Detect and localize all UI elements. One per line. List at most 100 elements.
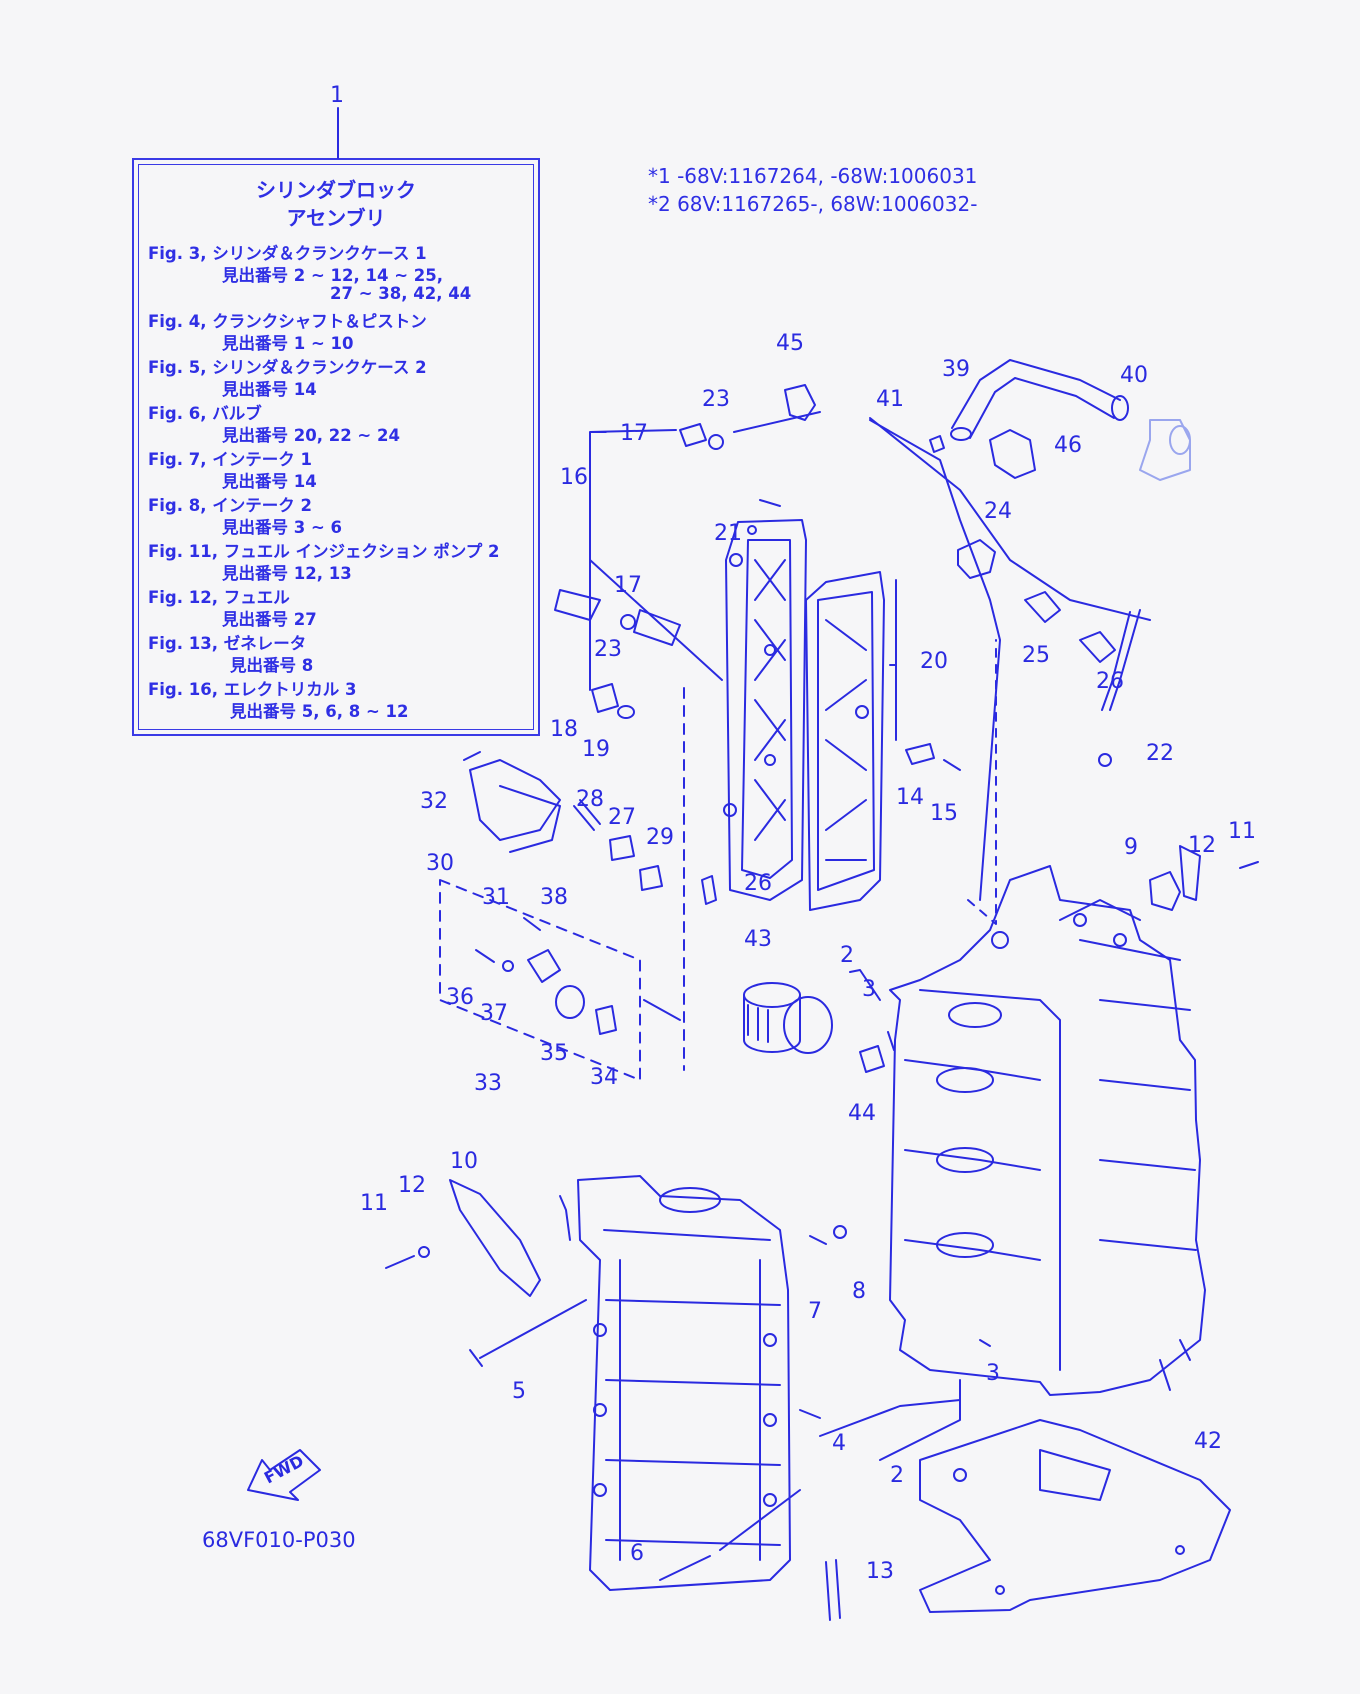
part-number: 11	[360, 1191, 388, 1216]
legend-fig-ref: 見出番号 2 ~ 12, 14 ~ 25,	[222, 266, 444, 285]
serial-note-2: *2 68V:1167265-, 68W:1006032-	[648, 192, 978, 216]
part-number: 21	[714, 521, 742, 546]
gasket	[805, 571, 885, 911]
part-number: 5	[512, 1379, 526, 1404]
part-number: 4	[832, 1431, 846, 1456]
part-number: 14	[896, 785, 924, 810]
crankcase	[577, 1175, 791, 1591]
legend-fig-entry: Fig. 8, インテーク 2	[148, 496, 312, 515]
leader-20	[889, 579, 897, 741]
part-number: 39	[942, 357, 970, 382]
part-number: 11	[1228, 819, 1256, 844]
leader-line	[869, 417, 1151, 621]
part-number: 43	[744, 927, 772, 952]
stud-13	[825, 1559, 841, 1621]
legend-fig-entry: Fig. 5, シリンダ＆クランクケース 2	[148, 358, 427, 377]
breather-hose	[950, 359, 1129, 441]
fitting-17b	[633, 609, 681, 646]
oring-23b	[620, 614, 636, 630]
thermostat-cover	[469, 759, 561, 841]
part-number: 18	[550, 717, 578, 742]
part-number: 25	[1022, 643, 1050, 668]
part-number: 16	[560, 465, 588, 490]
legend-fig-entry: Fig. 3, シリンダ＆クランクケース 1	[148, 244, 427, 263]
washer-19	[617, 705, 635, 719]
forward-arrow	[247, 1449, 321, 1501]
valve-27	[609, 835, 635, 861]
part-number: 10	[450, 1149, 478, 1174]
spring-hose	[554, 589, 601, 621]
part-number: 3	[862, 977, 876, 1002]
part-number: 29	[646, 825, 674, 850]
part-number: 2	[840, 943, 854, 968]
part-number: 44	[848, 1101, 876, 1126]
fuel-hose	[1101, 609, 1141, 711]
clamp-45	[784, 384, 816, 421]
housing-35	[527, 949, 561, 983]
legend-title-line1: シリンダブロック	[256, 178, 416, 202]
plug-18	[591, 683, 619, 713]
part-number: 37	[480, 1001, 508, 1026]
part-number: 35	[540, 1041, 568, 1066]
fitting-17a	[679, 423, 707, 447]
part-number: 23	[594, 637, 622, 662]
legend-fig-entry: Fig. 4, クランクシャフト＆ピストン	[148, 312, 427, 331]
part-number: 30	[426, 851, 454, 876]
legend-fig-ref: 見出番号 1 ~ 10	[222, 334, 354, 353]
part-number: 3	[986, 1361, 1000, 1386]
washer-37	[502, 960, 514, 972]
hose-fitting	[1098, 753, 1112, 767]
leader-2	[879, 1379, 961, 1461]
clip-14	[905, 743, 935, 765]
part-number: 46	[1054, 433, 1082, 458]
clip-26	[701, 875, 717, 905]
legend-title-line2: アセンブリ	[286, 206, 386, 230]
legend-fig-ref: 見出番号 12, 13	[222, 564, 352, 583]
bolt-36	[475, 949, 495, 963]
part-number: 17	[620, 421, 648, 446]
legend-fig-entry: Fig. 6, バルブ	[148, 404, 262, 423]
assembly-33-boundary	[439, 879, 641, 1081]
bolt-21	[759, 499, 781, 507]
part-number: 27	[608, 805, 636, 830]
elbow-fitting	[1139, 419, 1191, 481]
legend-fig-entry: Fig. 7, インテーク 1	[148, 450, 312, 469]
legend-fig-ref: 見出番号 27	[222, 610, 317, 629]
leader-block	[967, 639, 997, 925]
part-number: 32	[420, 789, 448, 814]
part-number: 20	[920, 649, 948, 674]
bolt-head	[469, 1349, 483, 1367]
leader-34	[643, 999, 681, 1021]
bolt-11a	[1239, 861, 1259, 869]
bracket-10	[449, 1179, 541, 1297]
part-number: 26	[744, 871, 772, 896]
cylinder-block	[889, 865, 1206, 1396]
bolt-32	[463, 751, 481, 761]
drawing-code: 68VF010-P030	[202, 1528, 356, 1552]
washer-12b	[418, 1246, 430, 1258]
part-number: 1	[330, 83, 344, 108]
clamp-25b	[1079, 631, 1116, 663]
legend-fig-entry: Fig. 16, エレクトリカル 3	[148, 680, 357, 699]
leader-16	[589, 429, 723, 691]
part-number: 45	[776, 331, 804, 356]
legend-inner-border	[138, 164, 534, 730]
legend-fig-ref: 見出番号 14	[222, 472, 317, 491]
bolt-11b	[385, 1255, 415, 1269]
clip-41	[929, 435, 945, 453]
part-number: 7	[808, 1299, 822, 1324]
part-number: 36	[446, 985, 474, 1010]
leader-10	[559, 1195, 571, 1241]
legend-fig-ref: 見出番号 8	[230, 656, 314, 675]
part-number: 26	[1096, 669, 1124, 694]
long-bolt-5	[479, 1299, 587, 1359]
leader-4	[819, 1399, 961, 1437]
leader-line	[733, 411, 821, 433]
part-number: 31	[482, 885, 510, 910]
grommet-29	[639, 865, 663, 891]
bracket-12	[1179, 845, 1201, 901]
part-number: 22	[1146, 741, 1174, 766]
part-number: 33	[474, 1071, 502, 1096]
oil-pan-gasket	[919, 1419, 1231, 1613]
